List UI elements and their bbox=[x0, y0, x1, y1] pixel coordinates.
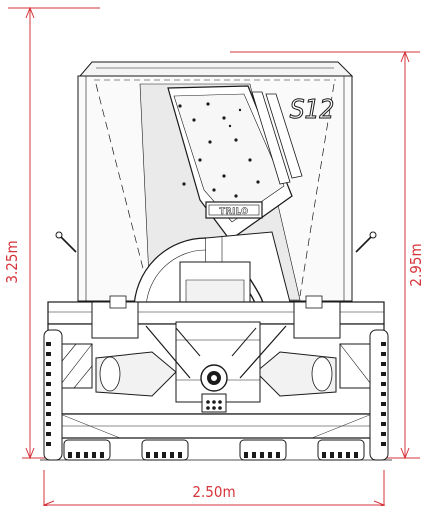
logo-text: TRILO bbox=[220, 207, 249, 217]
width-label: 2.50m bbox=[192, 483, 235, 501]
overall-height-label: 3.25m bbox=[3, 240, 21, 283]
body-height-label: 2.95m bbox=[407, 243, 425, 286]
trilo-logo: TRILO bbox=[205, 201, 263, 219]
model-mark: S12 bbox=[290, 95, 335, 125]
machine-outline: TRILO S12 bbox=[47, 61, 385, 439]
wheels bbox=[40, 329, 392, 461]
